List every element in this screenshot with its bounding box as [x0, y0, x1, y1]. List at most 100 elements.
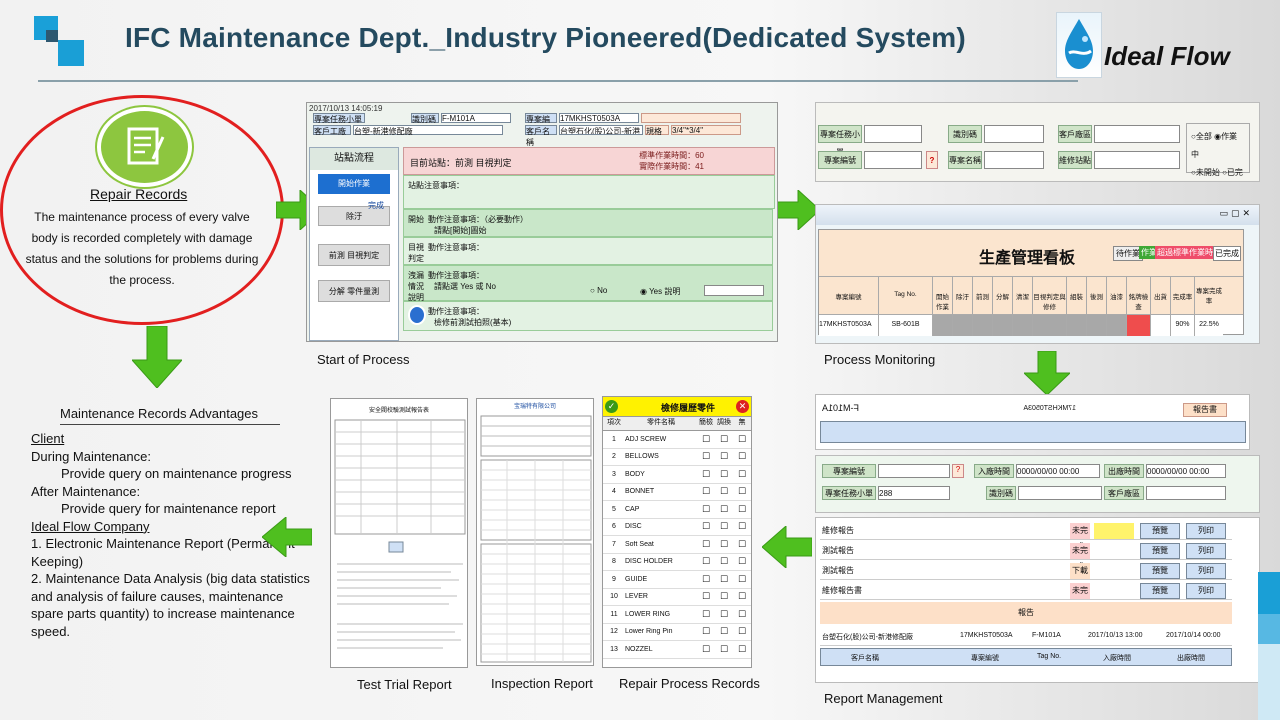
order-input[interactable]: [864, 125, 922, 143]
step-row-visual[interactable]: 目視判定 動作注意事項：: [403, 237, 773, 265]
print-button[interactable]: 列印: [1186, 523, 1226, 539]
report-row[interactable]: 維修報告 未完成 預覽 列印: [820, 522, 1232, 551]
part-checkbox[interactable]: ☐: [719, 451, 729, 462]
part-checkbox[interactable]: ☐: [701, 626, 711, 637]
print-button[interactable]: 列印: [1186, 543, 1226, 559]
part-checkbox[interactable]: ☐: [701, 451, 711, 462]
preview-button[interactable]: 預覽: [1140, 523, 1180, 539]
part-checkbox[interactable]: ☐: [737, 538, 747, 549]
preview-button[interactable]: 預覽: [1140, 543, 1180, 559]
report-time-input[interactable]: 0000/00/00 00:00: [1016, 464, 1100, 478]
preview-button[interactable]: 預覽: [1140, 583, 1180, 599]
client-button[interactable]: 客戶廠區: [1058, 125, 1092, 143]
id-label[interactable]: 識別碼: [411, 113, 439, 124]
report-project-button[interactable]: 專案編號: [822, 464, 876, 478]
report-row[interactable]: 測試報告 未完成 預覽 列印: [820, 542, 1232, 571]
radio-all[interactable]: ○全部: [1191, 132, 1212, 141]
part-checkbox[interactable]: ☐: [719, 643, 729, 654]
part-checkbox[interactable]: ☐: [719, 538, 729, 549]
part-checkbox[interactable]: ☐: [701, 573, 711, 584]
part-checkbox[interactable]: ☐: [737, 486, 747, 497]
part-checkbox[interactable]: ☐: [737, 451, 747, 462]
part-checkbox[interactable]: ☐: [737, 468, 747, 479]
spec-value[interactable]: 3/4"*3/4": [671, 125, 741, 135]
client-input[interactable]: [1094, 125, 1180, 143]
part-checkbox[interactable]: ☐: [719, 521, 729, 532]
preview-button[interactable]: 預覽: [1140, 563, 1180, 579]
client-value[interactable]: 台塑-新港修配廠: [353, 125, 503, 136]
client-name-label[interactable]: 客戶名稱: [525, 125, 557, 147]
part-checkbox[interactable]: ☐: [719, 591, 729, 602]
part-checkbox[interactable]: ☐: [737, 643, 747, 654]
report-out-input[interactable]: 0000/00/00 00:00: [1146, 464, 1226, 478]
part-checkbox[interactable]: ☐: [737, 573, 747, 584]
part-checkbox[interactable]: ☐: [737, 433, 747, 444]
report-bottom-row[interactable]: 台塑石化(股)公司-新港修配廠 17MKHST0503A F-M101A 201…: [820, 628, 1232, 646]
client-label[interactable]: 客戶工廠: [313, 125, 351, 136]
step-row-photo[interactable]: 動作注意事項： 檢修前測試拍照(基本): [403, 301, 773, 331]
radio-working[interactable]: ◉作業中: [1191, 132, 1238, 159]
report-project-input[interactable]: [878, 464, 950, 478]
report-order-input[interactable]: 288: [878, 486, 950, 500]
window-controls-icon[interactable]: ▭▢✕: [1219, 208, 1253, 218]
flow-step-pretest[interactable]: 前測 目視判定: [318, 244, 390, 266]
part-checkbox[interactable]: ☐: [701, 521, 711, 532]
report-row[interactable]: 維修報告書 未完成 預覽 列印: [820, 582, 1232, 611]
identify-input[interactable]: [984, 125, 1044, 143]
part-checkbox[interactable]: ☐: [719, 486, 729, 497]
order-label[interactable]: 專案任務小單: [313, 113, 365, 124]
part-checkbox[interactable]: ☐: [737, 556, 747, 567]
part-checkbox[interactable]: ☐: [719, 433, 729, 444]
note-input[interactable]: [704, 285, 764, 296]
part-checkbox[interactable]: ☐: [701, 643, 711, 654]
identify-button[interactable]: 識別碼: [948, 125, 982, 143]
radio-no[interactable]: ○ No: [590, 286, 608, 295]
part-checkbox[interactable]: ☐: [701, 591, 711, 602]
part-checkbox[interactable]: ☐: [719, 556, 729, 567]
part-checkbox[interactable]: ☐: [737, 503, 747, 514]
report-client-button[interactable]: 客戶廠區: [1104, 486, 1144, 500]
step-row-start[interactable]: 開始 動作注意事項：（必要動作） 請點[開始]圖始: [403, 209, 773, 237]
name-button[interactable]: 專案名稱: [948, 151, 982, 169]
flow-step-start[interactable]: 開始作業: [318, 174, 390, 194]
part-checkbox[interactable]: ☐: [701, 433, 711, 444]
part-checkbox[interactable]: ☐: [719, 573, 729, 584]
part-checkbox[interactable]: ☐: [719, 503, 729, 514]
project-name-field[interactable]: [641, 113, 741, 123]
query-button[interactable]: ?: [926, 151, 938, 169]
client-name-value[interactable]: 台塑石化(股)公司-新港修配廠: [559, 125, 643, 135]
project-input[interactable]: [864, 151, 922, 169]
print-button[interactable]: 列印: [1186, 563, 1226, 579]
report-out-button[interactable]: 出廠時間: [1104, 464, 1144, 478]
close-icon[interactable]: ✕: [736, 400, 749, 413]
station-button[interactable]: 維修站點: [1058, 151, 1092, 169]
radio-yes[interactable]: ◉ Yes 說明: [640, 287, 681, 296]
part-checkbox[interactable]: ☐: [701, 608, 711, 619]
report-time-button[interactable]: 入廠時間: [974, 464, 1014, 478]
report-row[interactable]: 測試報告 下載 預覽 列印: [820, 562, 1232, 580]
part-checkbox[interactable]: ☐: [719, 468, 729, 479]
project-value[interactable]: 17MKHST0503A: [559, 113, 639, 123]
part-checkbox[interactable]: ☐: [719, 626, 729, 637]
radio-done[interactable]: ○已完成: [1191, 168, 1243, 181]
station-input[interactable]: [1094, 151, 1180, 169]
part-checkbox[interactable]: ☐: [737, 608, 747, 619]
part-checkbox[interactable]: ☐: [701, 486, 711, 497]
camera-icon[interactable]: [408, 305, 426, 325]
report-order-button[interactable]: 專案任務小單: [822, 486, 876, 500]
check-icon[interactable]: ✓: [605, 400, 618, 413]
print-button[interactable]: 列印: [1186, 583, 1226, 599]
order-button[interactable]: 專案任務小單: [818, 125, 862, 157]
project-label[interactable]: 專案編號: [525, 113, 557, 135]
